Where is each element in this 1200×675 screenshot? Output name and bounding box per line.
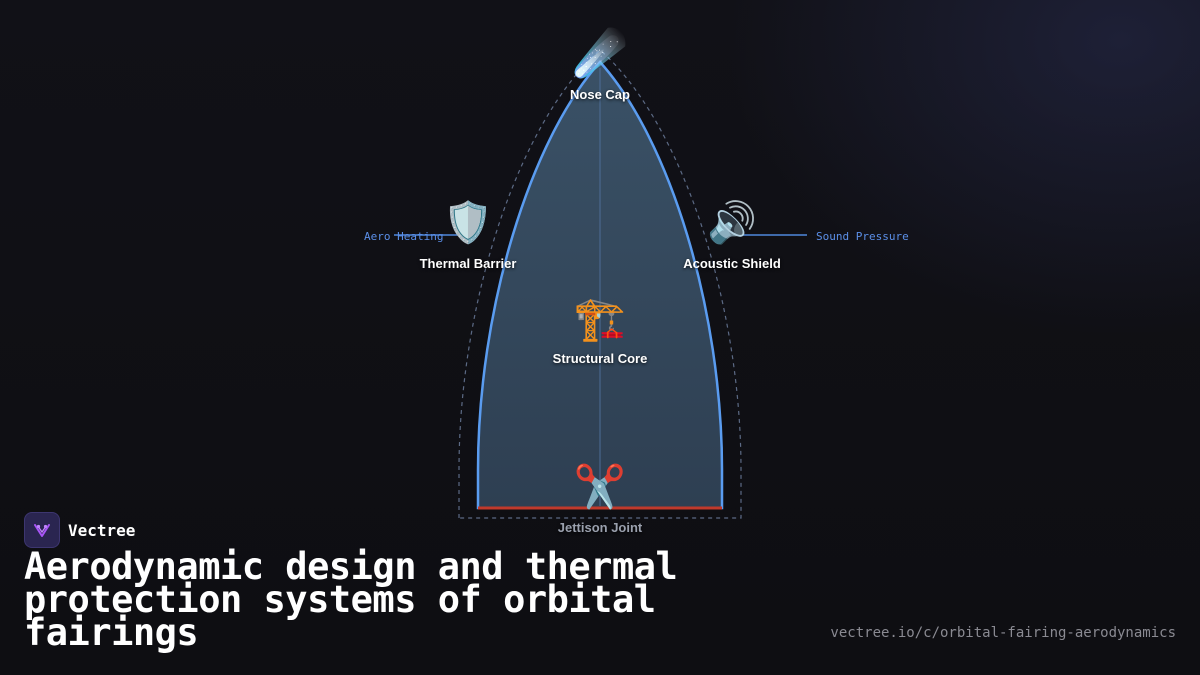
thermal-barrier-label: Thermal Barrier <box>419 256 517 271</box>
structural-core-label: Structural Core <box>552 351 648 366</box>
shield-icon: 🛡️ <box>443 200 493 246</box>
nose-cap-label: Nose Cap <box>570 87 630 102</box>
brand: Vectree <box>24 512 135 548</box>
crane-icon: 🏗️ <box>573 294 627 343</box>
jettison-joint-label: Jettison Joint <box>557 520 643 535</box>
comet-icon: ☄️ <box>572 28 628 79</box>
scissors-icon: ✂️ <box>573 462 627 511</box>
acoustic-shield-label: Acoustic Shield <box>683 256 781 271</box>
sound-pressure-annotation: Sound Pressure <box>816 230 909 243</box>
vectree-logo-icon <box>24 512 60 548</box>
aero-heating-annotation: Aero Heating <box>364 230 444 243</box>
page-title: Aerodynamic design and thermal protectio… <box>24 545 678 654</box>
fairing-envelope <box>458 49 742 519</box>
source-url: vectree.io/c/orbital-fairing-aerodynamic… <box>830 625 1176 641</box>
speaker-icon: 🔊 <box>707 200 757 246</box>
brand-name: Vectree <box>68 520 136 540</box>
